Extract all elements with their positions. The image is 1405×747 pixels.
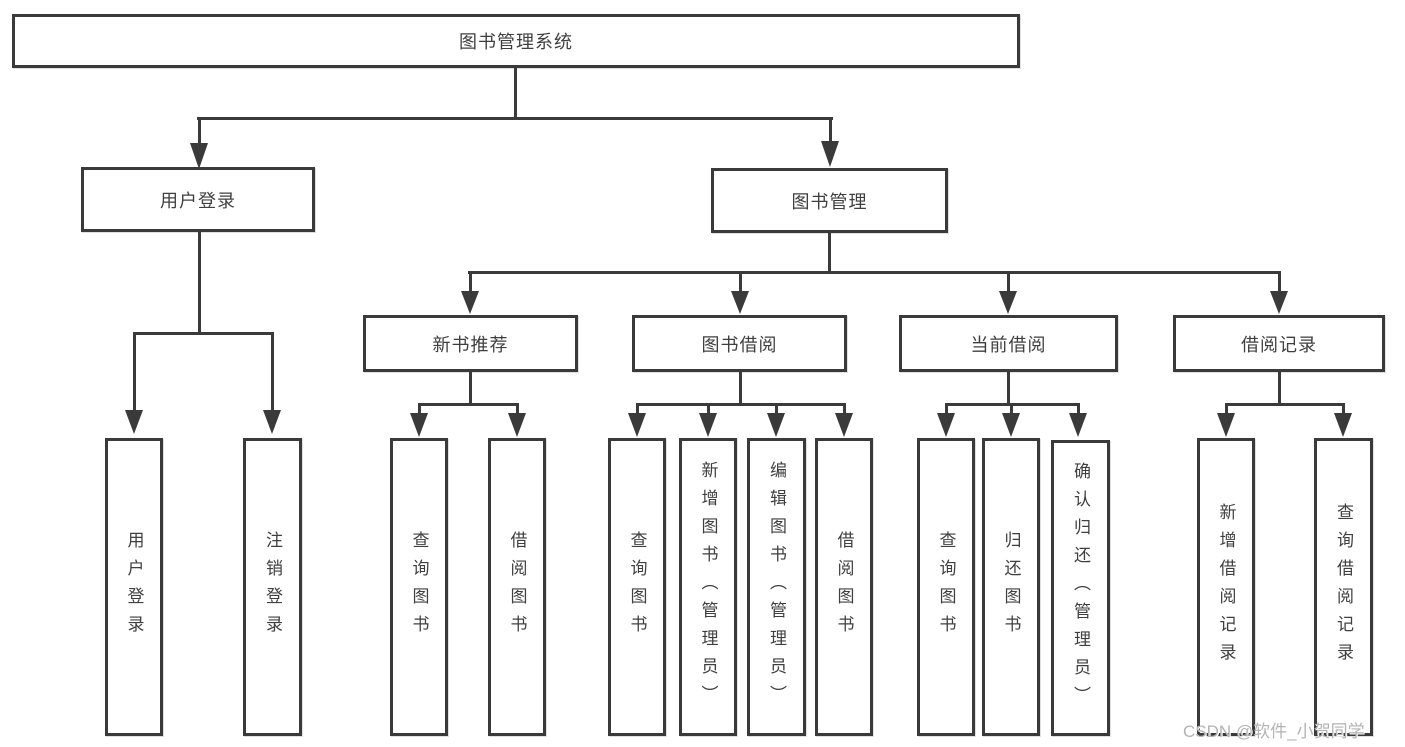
connector-line <box>198 117 201 145</box>
arrow-down-icon <box>1002 413 1020 437</box>
arrow-down-icon <box>263 410 281 434</box>
connector-line <box>1278 372 1281 406</box>
arrow-down-icon <box>508 413 526 437</box>
connector-line <box>775 403 778 415</box>
arrow-down-icon <box>1270 291 1288 314</box>
leaf-records-query-borrow-record: 查询借阅记录 <box>1314 438 1373 736</box>
leaf-user-login: 用户登录 <box>105 438 163 736</box>
node-current-borrowing: 当前借阅 <box>899 315 1118 372</box>
leaf-label: 归还图书 <box>1001 531 1021 643</box>
leaf-current-query-books: 查询图书 <box>917 438 975 736</box>
connector-line <box>516 403 519 415</box>
leaf-label: 查询图书 <box>409 531 429 643</box>
arrow-down-icon <box>821 141 839 167</box>
connector-line <box>828 233 831 274</box>
leaf-borrow-borrow-books: 借阅图书 <box>815 438 873 736</box>
node-user-login: 用户登录 <box>81 167 315 232</box>
node-book-borrowing: 图书借阅 <box>632 315 847 372</box>
connector-line <box>945 403 948 415</box>
arrow-down-icon <box>999 291 1017 314</box>
arrow-down-icon <box>1069 413 1087 437</box>
leaf-label: 新增借阅记录 <box>1216 503 1236 671</box>
leaf-borrow-edit-books-admin: 编辑图书（管理员） <box>747 438 806 736</box>
connector-line <box>636 403 846 406</box>
leaf-label: 用户登录 <box>124 531 144 643</box>
connector-line <box>1342 403 1345 415</box>
connector-line <box>1010 403 1013 415</box>
leaf-current-return-books: 归还图书 <box>982 438 1040 736</box>
connector-line <box>198 232 201 335</box>
connector-line <box>707 403 710 415</box>
arrow-down-icon <box>410 413 428 437</box>
connector-line <box>1007 372 1010 406</box>
leaf-label: 借阅图书 <box>834 531 854 643</box>
connector-line <box>271 332 274 412</box>
arrow-down-icon <box>937 413 955 437</box>
connector-line <box>1225 403 1345 406</box>
connector-line <box>514 68 517 119</box>
leaf-label: 查询借阅记录 <box>1334 503 1353 671</box>
leaf-current-confirm-return-admin: 确认归还（管理员） <box>1051 440 1110 736</box>
leaf-logout: 注销登录 <box>243 438 302 736</box>
arrow-down-icon <box>461 291 479 314</box>
connector-line <box>197 117 833 120</box>
connector-line <box>418 403 519 406</box>
node-library-management-system: 图书管理系统 <box>12 14 1020 68</box>
arrow-down-icon <box>835 413 853 437</box>
connector-line <box>1225 403 1228 415</box>
arrow-down-icon <box>1217 413 1235 437</box>
leaf-label: 查询图书 <box>627 531 647 643</box>
csdn-watermark: CSDN @软件_小贺同学 <box>1183 722 1365 741</box>
leaf-label: 编辑图书（管理员） <box>767 461 786 713</box>
leaf-label: 新增图书（管理员） <box>698 461 718 713</box>
connector-line <box>739 271 742 293</box>
connector-line <box>133 332 136 412</box>
leaf-recommend-borrow-books: 借阅图书 <box>488 438 546 736</box>
connector-line <box>418 403 421 415</box>
leaf-label: 借阅图书 <box>507 531 527 643</box>
connector-line <box>1077 403 1080 415</box>
connector-line <box>468 271 1281 274</box>
leaf-recommend-query-books: 查询图书 <box>390 438 448 736</box>
connector-line <box>636 403 639 415</box>
connector-line <box>1278 271 1281 293</box>
connector-line <box>829 117 832 143</box>
arrow-down-icon <box>1334 413 1352 437</box>
node-borrowing-records: 借阅记录 <box>1173 315 1385 372</box>
connector-line <box>1007 271 1010 293</box>
leaf-label: 确认归还（管理员） <box>1071 462 1090 714</box>
leaf-records-add-borrow-record: 新增借阅记录 <box>1197 438 1255 736</box>
arrow-down-icon <box>125 410 143 434</box>
leaf-label: 查询图书 <box>936 531 956 643</box>
connector-line <box>739 372 742 406</box>
leaf-borrow-add-books-admin: 新增图书（管理员） <box>679 438 737 736</box>
connector-line <box>469 372 472 406</box>
arrow-down-icon <box>628 413 646 437</box>
arrow-down-icon <box>190 143 208 169</box>
connector-line <box>843 403 846 415</box>
arrow-down-icon <box>699 413 717 437</box>
arrow-down-icon <box>731 291 749 314</box>
leaf-borrow-query-books: 查询图书 <box>608 438 666 736</box>
connector-line <box>469 271 472 293</box>
leaf-label: 注销登录 <box>263 531 282 643</box>
arrow-down-icon <box>767 413 785 437</box>
node-new-book-recommendation: 新书推荐 <box>363 315 578 372</box>
connector-line <box>133 332 274 335</box>
node-book-management: 图书管理 <box>711 168 948 233</box>
